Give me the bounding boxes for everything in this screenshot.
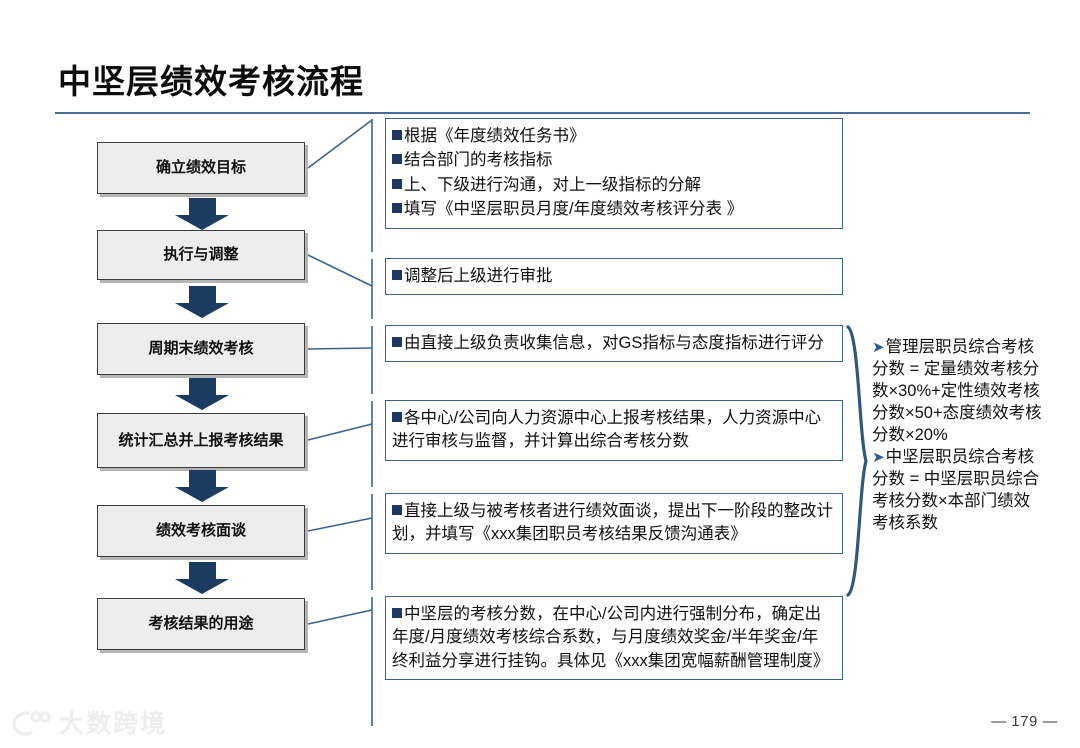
detail-item-text: 中坚层的考核分数，在中心/公司内进行强制分布，确定出年度/月度绩效考核综合系数，… — [392, 605, 830, 670]
detail-panel: 调整后上级进行审批 — [385, 258, 843, 296]
detail-item-text: 调整后上级进行审批 — [404, 267, 553, 285]
down-block-arrow-icon — [175, 198, 230, 230]
down-block-arrow-icon — [175, 562, 230, 594]
detail-panel: 由直接上级负责收集信息，对GS指标与态度指标进行评分 — [385, 325, 843, 363]
detail-item-text: 上、下级进行沟通，对上一级指标的分解 — [404, 175, 701, 194]
process-step-box[interactable]: 统计汇总并上报考核结果 — [97, 413, 305, 468]
process-step-box[interactable]: 周期末绩效考核 — [97, 323, 305, 375]
detail-item: 结合部门的考核指标 — [392, 149, 834, 172]
page-number: — 179 — — [991, 713, 1058, 730]
formula-note-text: 中坚层职员综合考核分数 = 中坚层职员综合考核分数×本部门绩效考核系数 — [872, 447, 1040, 532]
square-bullet-icon — [392, 130, 402, 140]
detail-item: 由直接上级负责收集信息，对GS指标与态度指标进行评分 — [392, 332, 834, 355]
formula-note-item: ➤中坚层职员综合考核分数 = 中坚层职员综合考核分数×本部门绩效考核系数 — [872, 447, 1042, 535]
watermark: 大数跨境 — [10, 704, 167, 740]
detail-panel: 根据《年度绩效任务书》 结合部门的考核指标 上、下级进行沟通，对上一级指标的分解… — [385, 118, 843, 229]
process-step-box[interactable]: 考核结果的用途 — [97, 598, 305, 650]
detail-item: 调整后上级进行审批 — [392, 265, 834, 288]
detail-item-text: 直接上级与被考核者进行绩效面谈，提出下一阶段的整改计划，并填写《xxx集团职员考… — [392, 502, 833, 544]
arrowhead-bullet-icon: ➤ — [872, 448, 885, 466]
detail-item-text: 根据《年度绩效任务书》 — [404, 127, 586, 145]
process-step-label: 考核结果的用途 — [148, 615, 254, 633]
process-step-label: 绩效考核面谈 — [155, 522, 246, 540]
down-block-arrow-icon — [175, 470, 230, 502]
arrowhead-bullet-icon: ➤ — [872, 339, 885, 356]
formula-note-text: 管理层职员综合考核分数 = 定量绩效考核分数×30%+定性绩效考核分数×50+态… — [872, 338, 1042, 444]
square-bullet-icon — [392, 505, 402, 515]
process-step-box[interactable]: 确立绩效目标 — [97, 142, 305, 194]
formula-note-item: ➤管理层职员综合考核分数 = 定量绩效考核分数×30%+定性绩效考核分数×50+… — [872, 337, 1042, 447]
square-bullet-icon — [392, 270, 402, 280]
detail-item: 中坚层的考核分数，在中心/公司内进行强制分布，确定出年度/月度绩效考核综合系数，… — [392, 603, 834, 673]
detail-item-text: 由直接上级负责收集信息，对GS指标与态度指标进行评分 — [404, 334, 824, 352]
square-bullet-icon — [392, 178, 402, 189]
down-block-arrow-icon — [175, 286, 230, 318]
detail-item: 上、下级进行沟通，对上一级指标的分解 — [392, 174, 834, 197]
square-bullet-icon — [392, 154, 402, 165]
process-step-label: 周期末绩效考核 — [148, 340, 254, 358]
process-step-label: 执行与调整 — [163, 246, 239, 264]
right-curly-brace-icon — [846, 325, 872, 597]
square-bullet-icon — [392, 337, 402, 347]
process-step-label: 统计汇总并上报考核结果 — [118, 431, 284, 449]
down-block-arrow-icon — [175, 378, 230, 410]
detail-item-text: 填写《中坚层职员月度/年度绩效考核评分表 》 — [404, 200, 744, 219]
process-step-box[interactable]: 执行与调整 — [97, 230, 305, 280]
dashu-logo-icon — [12, 711, 51, 736]
detail-item: 根据《年度绩效任务书》 — [392, 125, 834, 148]
title-divider — [55, 112, 1030, 114]
detail-panel: 各中心/公司向人力资源中心上报考核结果，人力资源中心进行审核与监督，并计算出综合… — [385, 400, 843, 461]
watermark-text: 大数跨境 — [59, 710, 168, 738]
page-title: 中坚层绩效考核流程 — [58, 63, 364, 100]
detail-panel: 中坚层的考核分数，在中心/公司内进行强制分布，确定出年度/月度绩效考核综合系数，… — [385, 596, 843, 681]
detail-item: 各中心/公司向人力资源中心上报考核结果，人力资源中心进行审核与监督，并计算出综合… — [392, 407, 834, 454]
square-bullet-icon — [392, 608, 402, 618]
process-step-box[interactable]: 绩效考核面谈 — [97, 505, 305, 557]
square-bullet-icon — [392, 203, 402, 214]
detail-item: 直接上级与被考核者进行绩效面谈，提出下一阶段的整改计划，并填写《xxx集团职员考… — [392, 500, 834, 547]
formula-notes: ➤管理层职员综合考核分数 = 定量绩效考核分数×30%+定性绩效考核分数×50+… — [872, 337, 1042, 534]
detail-item-text: 结合部门的考核指标 — [404, 151, 553, 170]
detail-item: 填写《中坚层职员月度/年度绩效考核评分表 》 — [392, 198, 834, 221]
detail-item-text: 各中心/公司向人力资源中心上报考核结果，人力资源中心进行审核与监督，并计算出综合… — [392, 409, 822, 451]
process-step-label: 确立绩效目标 — [155, 159, 246, 177]
detail-panel: 直接上级与被考核者进行绩效面谈，提出下一阶段的整改计划，并填写《xxx集团职员考… — [385, 493, 843, 554]
square-bullet-icon — [392, 412, 402, 422]
